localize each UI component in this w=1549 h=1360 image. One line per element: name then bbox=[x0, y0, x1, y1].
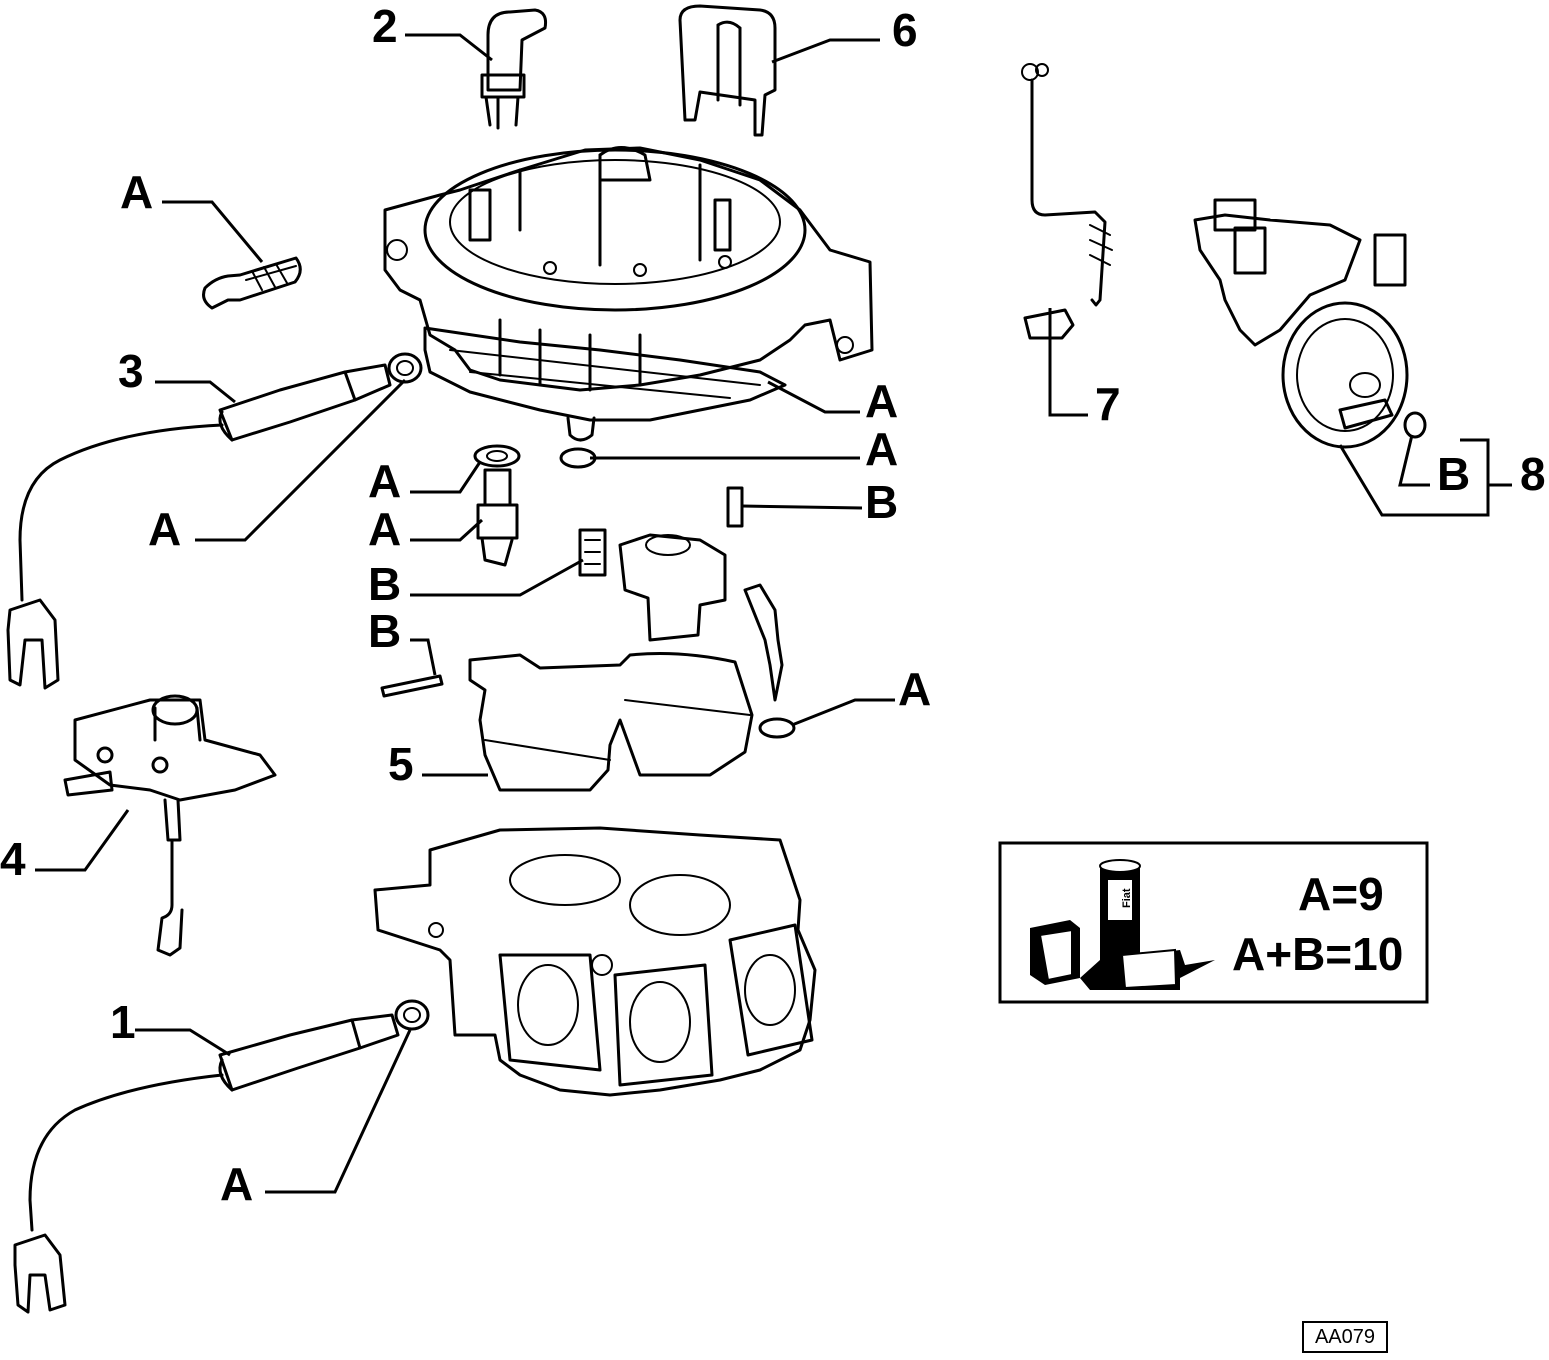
part-4-valve-unit bbox=[63, 694, 277, 957]
part-1-sensor-cable bbox=[13, 999, 430, 1314]
callout-3: 3 bbox=[118, 345, 144, 397]
callout-a-needle-washer: A bbox=[368, 455, 401, 507]
callout-6: 6 bbox=[892, 4, 918, 56]
kit-a-plus-b-count: A+B=10 bbox=[1232, 928, 1403, 980]
callout-8: 8 bbox=[1520, 448, 1546, 500]
callout-7: 7 bbox=[1095, 378, 1121, 430]
part-a-filter bbox=[202, 256, 302, 310]
callout-b-rod: B bbox=[368, 605, 401, 657]
float-assembly bbox=[468, 533, 796, 792]
kit-a-count: A=9 bbox=[1298, 868, 1384, 920]
part-6-cover-cap bbox=[678, 4, 777, 137]
part-3-sensor-cable bbox=[6, 352, 423, 690]
callout-b-vacuum: B bbox=[1437, 448, 1470, 500]
carburetor-lower-body bbox=[373, 826, 817, 1097]
callout-4: 4 bbox=[0, 833, 26, 885]
small-parts-b bbox=[380, 486, 744, 698]
callout-a-washer-lower: A bbox=[220, 1158, 253, 1210]
needle-valve-stack bbox=[473, 444, 521, 567]
fiat-kit-icon: Fiat bbox=[1030, 859, 1215, 990]
leader-lines bbox=[35, 33, 1512, 1194]
callout-1: 1 bbox=[110, 996, 136, 1048]
callout-2: 2 bbox=[372, 0, 398, 52]
callout-a-nozzle-washer: A bbox=[865, 423, 898, 475]
callout-5: 5 bbox=[388, 738, 414, 790]
can-label: Fiat bbox=[1121, 888, 1133, 908]
part-8-vacuum-unit bbox=[1193, 198, 1427, 449]
callout-labels: 2 6 A 3 A A A A A B B B A 5 4 1 A 7 B 8 bbox=[0, 0, 1546, 1210]
callout-a-washer-upper: A bbox=[148, 503, 181, 555]
drawing-code: AA079 bbox=[1302, 1321, 1388, 1353]
kit-legend-box: Fiat A=9 A+B=10 bbox=[998, 841, 1429, 1004]
callout-a-float-washer: A bbox=[898, 663, 931, 715]
callout-b-clip: B bbox=[368, 558, 401, 610]
callout-a-needle-valve: A bbox=[368, 503, 401, 555]
callout-b-pin: B bbox=[865, 476, 898, 528]
part-2-elbow-connector bbox=[480, 8, 547, 130]
carburetor-upper-body bbox=[383, 146, 874, 469]
part-7-rod bbox=[1021, 63, 1113, 340]
callout-a-filter: A bbox=[120, 166, 153, 218]
callout-a-gasket: A bbox=[865, 375, 898, 427]
